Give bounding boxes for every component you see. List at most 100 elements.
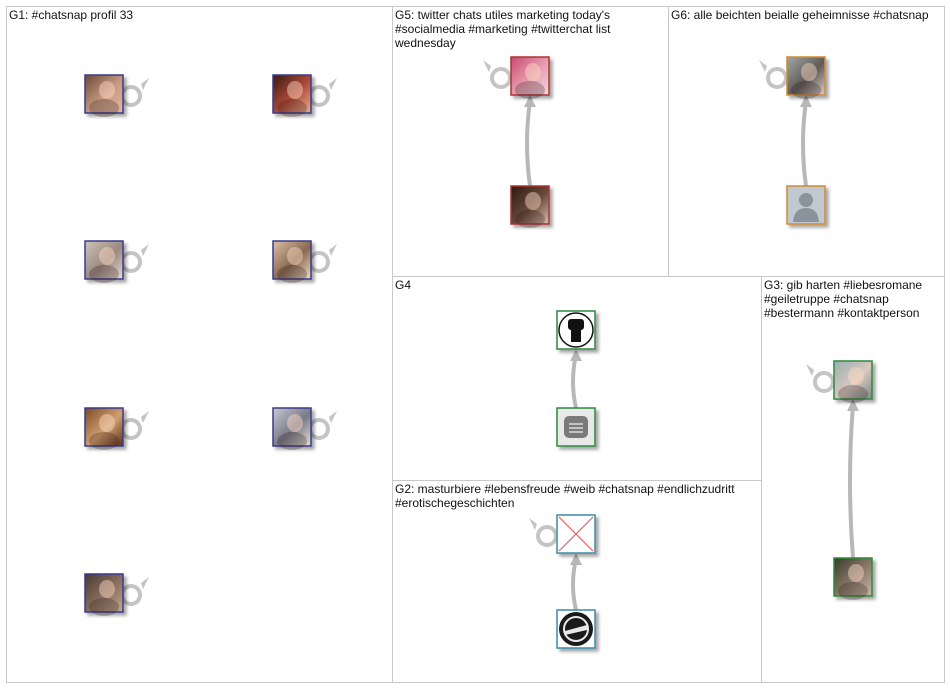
self-loop-icon bbox=[120, 418, 142, 440]
edge-arrowhead bbox=[800, 95, 812, 107]
self-loop-arrow-icon bbox=[141, 577, 149, 589]
self-loop-icon bbox=[308, 85, 330, 107]
edge-arrowhead bbox=[524, 95, 536, 107]
edge-line bbox=[848, 403, 855, 560]
self-loop-arrow-icon bbox=[329, 411, 337, 423]
node-photo-avatar[interactable] bbox=[759, 56, 826, 99]
brand-logo-bolt-icon bbox=[565, 625, 587, 635]
photo-face-icon bbox=[287, 247, 303, 265]
missing-image-icon bbox=[558, 516, 594, 552]
photo-face-icon bbox=[801, 63, 817, 81]
node-photo-avatar[interactable] bbox=[483, 56, 550, 99]
node-raised-fist-avatar[interactable] bbox=[556, 310, 596, 350]
avatar-frame bbox=[84, 407, 124, 447]
edge-arrowhead bbox=[570, 553, 582, 565]
avatar-frame bbox=[272, 74, 312, 114]
brand-logo-ring-icon bbox=[563, 616, 589, 642]
self-loop-arrow-icon bbox=[529, 518, 537, 530]
self-loop-icon bbox=[308, 251, 330, 273]
edge-arrowhead bbox=[847, 399, 859, 411]
group-title-g4: G4 bbox=[395, 278, 412, 292]
photo-body-icon bbox=[838, 582, 868, 600]
photo-body-icon bbox=[515, 81, 545, 99]
group-panel-g2: G2: masturbiere #lebensfreude #weib #cha… bbox=[392, 480, 762, 683]
group-panel-g4: G4 bbox=[392, 276, 762, 481]
photo-body-icon bbox=[89, 598, 119, 616]
photo-body-icon bbox=[89, 99, 119, 117]
avatar-frame bbox=[833, 360, 873, 400]
photo-body-icon bbox=[89, 432, 119, 450]
node-photo-avatar[interactable] bbox=[272, 74, 337, 117]
edge-line bbox=[571, 353, 578, 410]
edge-line bbox=[801, 99, 808, 188]
photo-body-icon bbox=[277, 265, 307, 283]
default-profile-icon bbox=[799, 193, 813, 207]
self-loop-icon bbox=[308, 418, 330, 440]
self-loop-icon bbox=[766, 67, 788, 89]
avatar-frame bbox=[510, 56, 550, 96]
self-loop-icon bbox=[813, 371, 835, 393]
photo-face-icon bbox=[99, 414, 115, 432]
self-loop-icon bbox=[120, 584, 142, 606]
avatar-frame bbox=[833, 557, 873, 597]
photo-face-icon bbox=[525, 63, 541, 81]
node-photo-avatar[interactable] bbox=[510, 185, 550, 228]
self-loop-icon bbox=[490, 67, 512, 89]
edge-line bbox=[571, 557, 578, 612]
node-missing-image-avatar[interactable] bbox=[529, 514, 596, 554]
node-pillow-avatar[interactable] bbox=[556, 407, 596, 447]
photo-body-icon bbox=[791, 81, 821, 99]
self-loop-icon bbox=[120, 85, 142, 107]
node-photo-avatar[interactable] bbox=[84, 240, 149, 283]
group-panel-g5: G5: twitter chats utiles marketing today… bbox=[392, 6, 669, 277]
self-loop-arrow-icon bbox=[141, 244, 149, 256]
group-title-g2: G2: masturbiere #lebensfreude #weib #cha… bbox=[395, 482, 735, 510]
self-loop-arrow-icon bbox=[329, 244, 337, 256]
node-photo-avatar[interactable] bbox=[84, 573, 149, 616]
photo-face-icon bbox=[99, 81, 115, 99]
self-loop-arrow-icon bbox=[141, 411, 149, 423]
edge-arrowhead bbox=[570, 349, 582, 361]
node-photo-avatar[interactable] bbox=[833, 557, 873, 600]
photo-face-icon bbox=[287, 81, 303, 99]
group-title-g6: G6: alle beichten beialle geheimnisse #c… bbox=[671, 8, 929, 22]
group-panel-g1: G1: #chatsnap profil 33 bbox=[6, 6, 393, 683]
group-panel-g6: G6: alle beichten beialle geheimnisse #c… bbox=[668, 6, 945, 277]
avatar-frame bbox=[84, 573, 124, 613]
avatar-frame bbox=[84, 240, 124, 280]
self-loop-icon bbox=[120, 251, 142, 273]
edge-line bbox=[525, 99, 532, 188]
default-profile-body-icon bbox=[793, 208, 819, 222]
node-photo-avatar[interactable] bbox=[806, 360, 873, 403]
node-photo-avatar[interactable] bbox=[84, 407, 149, 450]
node-photo-avatar[interactable] bbox=[84, 74, 149, 117]
photo-body-icon bbox=[277, 432, 307, 450]
self-loop-arrow-icon bbox=[806, 364, 814, 376]
photo-face-icon bbox=[287, 414, 303, 432]
group-title-g5: G5: twitter chats utiles marketing today… bbox=[395, 8, 611, 50]
node-brand-logo-avatar[interactable] bbox=[556, 609, 596, 649]
node-photo-avatar[interactable] bbox=[272, 407, 337, 450]
self-loop-arrow-icon bbox=[141, 78, 149, 90]
avatar-frame bbox=[84, 74, 124, 114]
photo-body-icon bbox=[89, 265, 119, 283]
avatar-frame bbox=[272, 407, 312, 447]
avatar-frame bbox=[786, 56, 826, 96]
photo-body-icon bbox=[277, 99, 307, 117]
group-title-g1: G1: #chatsnap profil 33 bbox=[9, 8, 134, 22]
node-default-profile-avatar[interactable] bbox=[786, 185, 826, 225]
pillow-icon bbox=[564, 416, 588, 438]
self-loop-arrow-icon bbox=[329, 78, 337, 90]
avatar-frame bbox=[272, 240, 312, 280]
avatar-frame bbox=[510, 185, 550, 225]
self-loop-arrow-icon bbox=[483, 60, 491, 72]
photo-face-icon bbox=[99, 580, 115, 598]
self-loop-icon bbox=[536, 525, 558, 547]
group-title-g3: G3: gib harten #liebesromane #geiletrupp… bbox=[764, 278, 923, 320]
self-loop-arrow-icon bbox=[759, 60, 767, 72]
photo-face-icon bbox=[99, 247, 115, 265]
photo-face-icon bbox=[848, 367, 864, 385]
photo-face-icon bbox=[525, 192, 541, 210]
node-photo-avatar[interactable] bbox=[272, 240, 337, 283]
